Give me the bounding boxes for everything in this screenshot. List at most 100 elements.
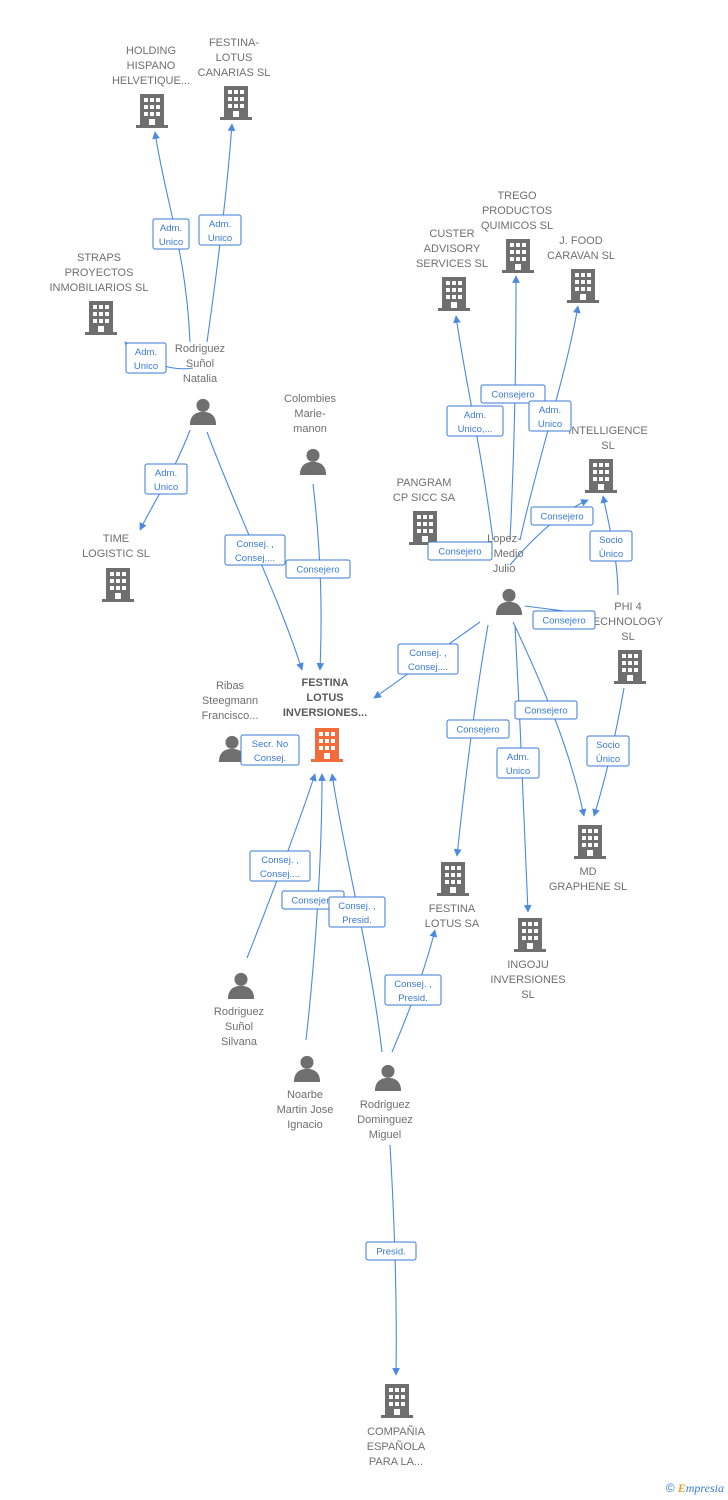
- edge-label-box: [224, 534, 286, 566]
- edge-label-rodriguez_natalia-to-time_logistic[interactable]: Adm. Unico: [144, 463, 188, 495]
- edge-label-box: [586, 735, 630, 767]
- edge-label-line: Consejero: [524, 706, 567, 717]
- node-label-line: TIME: [103, 533, 129, 545]
- edge-label-line: Adm.: [155, 468, 177, 479]
- edge-label-line: Presid.: [342, 915, 372, 926]
- node-label-line: LOTUS: [216, 52, 253, 64]
- edge-label-box: [532, 610, 596, 630]
- edge-label-line: Unico: [154, 482, 178, 493]
- node-label-line: HOLDING: [126, 45, 176, 57]
- node-label-line: CUSTER: [429, 228, 474, 240]
- edge-label-line: Consejero: [291, 896, 334, 907]
- edge-label-lopez-to-festina_lotus_inversiones[interactable]: Consej. ,Consej....: [397, 643, 459, 675]
- edge-label-rodriguez_natalia-to-festina_lotus_inversiones[interactable]: Consej. ,Consej....: [224, 534, 286, 566]
- edge-label-line: Adm.: [507, 752, 529, 763]
- edge-label-lopez-to-intelligence[interactable]: Consejero: [530, 506, 594, 526]
- edge-rodriguez_miguel-to-compania: [389, 1144, 400, 1376]
- edge-label-line: Unico: [159, 237, 183, 248]
- edge-label-box: [496, 747, 540, 779]
- edge-label-line: Presid.: [376, 1247, 406, 1258]
- node-holding_hispano[interactable]: HOLDINGHISPANOHELVETIQUE...: [112, 45, 190, 128]
- empresia-footer[interactable]: ©Empresia: [666, 1481, 724, 1496]
- node-label-line: Francisco...: [202, 710, 259, 722]
- building-icon: [614, 650, 646, 684]
- edge-label-line: Unico: [538, 419, 562, 430]
- edge-label-line: Unico: [506, 766, 530, 777]
- edge-label-line: Adm.: [464, 410, 486, 421]
- edge-label-line: Consejero: [296, 565, 339, 576]
- person-icon: [293, 1055, 321, 1082]
- edge-label-line: Consej. ,: [261, 855, 299, 866]
- building-icon: [438, 277, 470, 311]
- edge-label-colombies-to-festina_lotus_inversiones[interactable]: Consejero: [285, 559, 351, 579]
- edge-label-box: [144, 463, 188, 495]
- node-label-line: Rodriguez: [214, 1006, 264, 1018]
- building-icon: [574, 825, 606, 859]
- edge-label-lopez-to-phi4[interactable]: Consejero: [532, 610, 596, 630]
- edge-label-lopez-to-pangram[interactable]: Consejero: [427, 541, 493, 561]
- node-label-line: INTELLIGENCE: [568, 425, 647, 437]
- edge-label-lopez-to-md_graphene[interactable]: Consejero: [514, 700, 578, 720]
- node-label-line: Suñol: [225, 1021, 253, 1033]
- node-label-line: Silvana: [221, 1036, 258, 1048]
- edge-label-box: [589, 530, 633, 562]
- edge-label-box: [446, 719, 510, 739]
- node-label-line: Dominguez: [357, 1114, 413, 1126]
- node-festina_lotus_inversiones[interactable]: FESTINALOTUSINVERSIONES...: [283, 677, 367, 762]
- edge-label-lopez-to-trego[interactable]: Consejero: [480, 384, 546, 404]
- edge-label-rodriguez_natalia-to-holding_hispano[interactable]: Adm.Unico: [152, 218, 190, 250]
- edge-label-rodriguez_natalia-to-festina_lotus_canarias[interactable]: Adm.Unico: [198, 214, 242, 246]
- node-label-line: Martin Jose: [277, 1104, 334, 1116]
- edge-label-lopez-to-jfood[interactable]: Adm.Unico: [528, 400, 572, 432]
- edge-label-line: Consej. ,: [236, 539, 274, 550]
- node-label-line: SL: [601, 440, 614, 452]
- edge-lopez-to-festina_lotus_sa: [453, 624, 489, 857]
- edge-label-lopez-to-ingoju[interactable]: Adm. Unico: [496, 747, 540, 779]
- edge-label-box: [198, 214, 242, 246]
- node-label-line: HELVETIQUE...: [112, 75, 190, 87]
- node-label-line: TREGO: [497, 190, 537, 202]
- person-icon: [374, 1064, 402, 1091]
- edge-label-rodriguez_miguel-to-festina_lotus_inversiones[interactable]: Consej. ,Presid.: [328, 896, 386, 928]
- edge-label-rodriguez_miguel-to-festina_lotus_sa[interactable]: Consej. ,Presid.: [384, 974, 442, 1006]
- person-icon: [227, 972, 255, 999]
- node-intelligence[interactable]: INTELLIGENCE SL: [568, 425, 648, 493]
- node-label-line: CP SICC SA: [393, 492, 456, 504]
- node-label-line: QUIMICOS SL: [481, 220, 553, 232]
- building-icon: [220, 86, 252, 120]
- edge-label-lopez-to-custer[interactable]: Adm.Unico,...: [446, 405, 504, 437]
- edge-label-line: Presid.: [398, 993, 428, 1004]
- node-label-line: STRAPS: [77, 252, 121, 264]
- brand-initial: E: [677, 1481, 686, 1495]
- edge-label-line: Consejero: [456, 725, 499, 736]
- edge-label-rodriguez_silvana-to-festina_lotus_inversiones[interactable]: Consej. ,Consej....: [249, 850, 311, 882]
- building-icon: [409, 511, 441, 545]
- node-ribas[interactable]: RibasSteegmannFrancisco...: [202, 680, 259, 762]
- edge-label-lopez-to-festina_lotus_sa[interactable]: Consejero: [446, 719, 510, 739]
- edge-label-rodriguez_miguel-to-compania[interactable]: Presid.: [365, 1241, 417, 1261]
- edge-label-box: [249, 850, 311, 882]
- edge-label-rodriguez_natalia-to-straps[interactable]: Adm.Unico: [125, 342, 167, 374]
